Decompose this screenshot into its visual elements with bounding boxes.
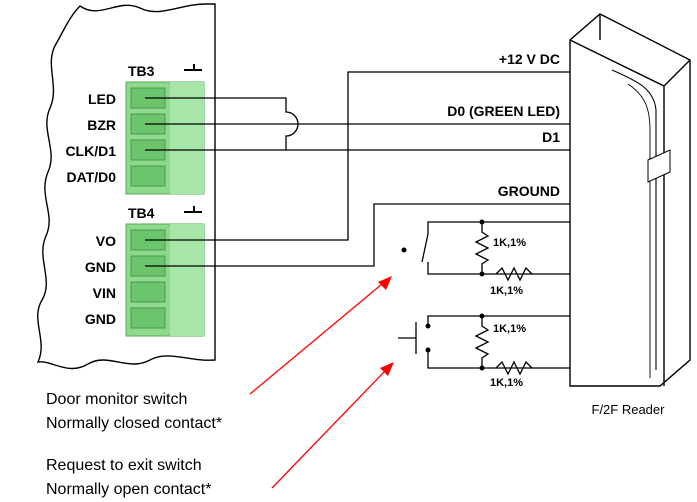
tb4-terminal-lip	[170, 224, 204, 336]
door-junction-top	[479, 219, 485, 225]
tb3-pin-clk: CLK/D1	[65, 143, 116, 159]
label-res-door-h: 1K,1%	[490, 285, 523, 297]
arrow-rex-shaft	[271, 371, 385, 489]
note-rex-line1: Request to exit switch	[46, 457, 202, 474]
tb3-pin-bzr: BZR	[87, 117, 116, 133]
tb4-pin-gnd2: GND	[85, 311, 116, 327]
wire-ground	[145, 203, 570, 267]
tb3-screw-4	[130, 165, 166, 187]
rex-resistor-horizontal	[495, 360, 533, 376]
tb4-pin-gnd1: GND	[85, 259, 116, 275]
door-switch-pivot	[401, 247, 407, 253]
note-door-line2: Normally closed contact*	[46, 415, 222, 432]
label-res-rex-v: 1K,1%	[493, 323, 526, 335]
rex-contact-bottom	[425, 347, 431, 353]
label-res-door-v: 1K,1%	[493, 237, 526, 249]
label-res-rex-h: 1K,1%	[490, 377, 523, 389]
tb3-title: TB3	[128, 63, 155, 79]
arrows	[249, 276, 394, 489]
tb4-polarity-icon	[184, 206, 202, 213]
label-ground: GROUND	[498, 183, 560, 199]
wires	[145, 71, 570, 376]
tb3-pin-dat: DAT/D0	[66, 169, 116, 185]
reader-inner-curve	[627, 83, 651, 378]
reader-front-edge	[569, 14, 691, 386]
door-resistor-vertical	[474, 222, 490, 274]
door-switch-blade	[421, 233, 429, 263]
rex-switch-wire-top	[427, 315, 570, 326]
reader-led-window	[647, 149, 671, 183]
door-switch-wire-top	[427, 221, 570, 234]
arrow-door-head	[378, 276, 392, 290]
arrow-door-shaft	[249, 283, 383, 395]
label-d0: D0 (GREEN LED)	[447, 103, 560, 119]
rex-junction-top	[479, 313, 485, 319]
tb3-terminal-lip	[170, 82, 204, 194]
note-rex-line2: Normally open contact*	[46, 481, 211, 498]
tb3-pin-led: LED	[88, 91, 116, 107]
wire-power	[145, 71, 570, 241]
label-power: +12 V DC	[499, 51, 560, 67]
tb4-screw-3	[130, 281, 166, 303]
reader-label: F/2F Reader	[592, 402, 666, 417]
tb4-screw-4	[130, 307, 166, 329]
arrow-rex-head	[380, 362, 394, 376]
door-switch-wire-bottom	[427, 262, 570, 275]
door-junction-bottom	[479, 271, 485, 277]
reader-device	[569, 13, 691, 387]
door-resistor-horizontal	[495, 266, 533, 282]
rex-switch-button	[398, 322, 417, 354]
rex-junction-bottom	[479, 365, 485, 371]
rex-contact-top	[425, 323, 431, 329]
reader-face-curve	[611, 69, 657, 370]
tb4-pin-vo: VO	[96, 233, 116, 249]
tb4-pin-vin: VIN	[93, 285, 116, 301]
rex-resistor-vertical	[474, 316, 490, 368]
note-door-line1: Door monitor switch	[46, 391, 187, 408]
label-d1: D1	[542, 129, 560, 145]
tb4-title: TB4	[128, 205, 155, 221]
tb3-polarity-icon	[184, 64, 202, 71]
